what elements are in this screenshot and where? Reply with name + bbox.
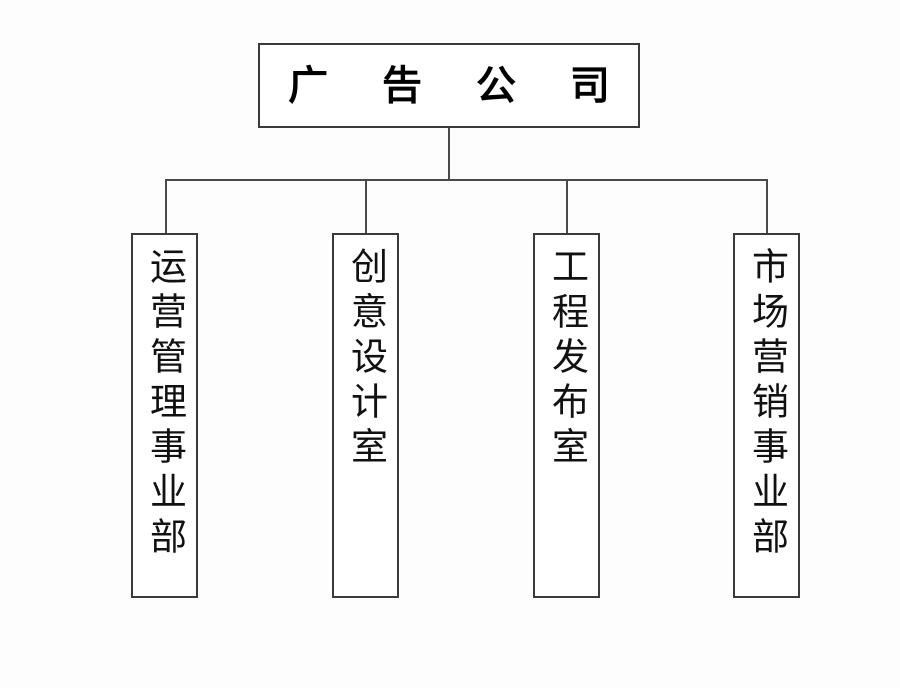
connector-drop-2	[365, 179, 367, 234]
connector-root-stem	[448, 128, 450, 181]
connector-drop-4	[766, 179, 768, 234]
org-node-root[interactable]: 广 告 公 司	[258, 43, 640, 128]
connector-horizontal-bus	[165, 179, 768, 181]
org-node-operations-management[interactable]: 运营管理事业部	[131, 233, 198, 598]
org-node-label-1: 运营管理事业部	[144, 247, 186, 562]
org-node-creative-design[interactable]: 创意设计室	[332, 233, 399, 598]
org-node-label-3: 工程发布室	[546, 247, 588, 472]
org-node-root-label: 广 告 公 司	[288, 61, 630, 109]
connector-drop-3	[566, 179, 568, 234]
org-node-label-4: 市场营销事业部	[746, 247, 788, 562]
connector-drop-1	[165, 179, 167, 234]
org-node-engineering-release[interactable]: 工程发布室	[533, 233, 600, 598]
org-node-label-2: 创意设计室	[345, 247, 387, 472]
org-node-marketing[interactable]: 市场营销事业部	[733, 233, 800, 598]
